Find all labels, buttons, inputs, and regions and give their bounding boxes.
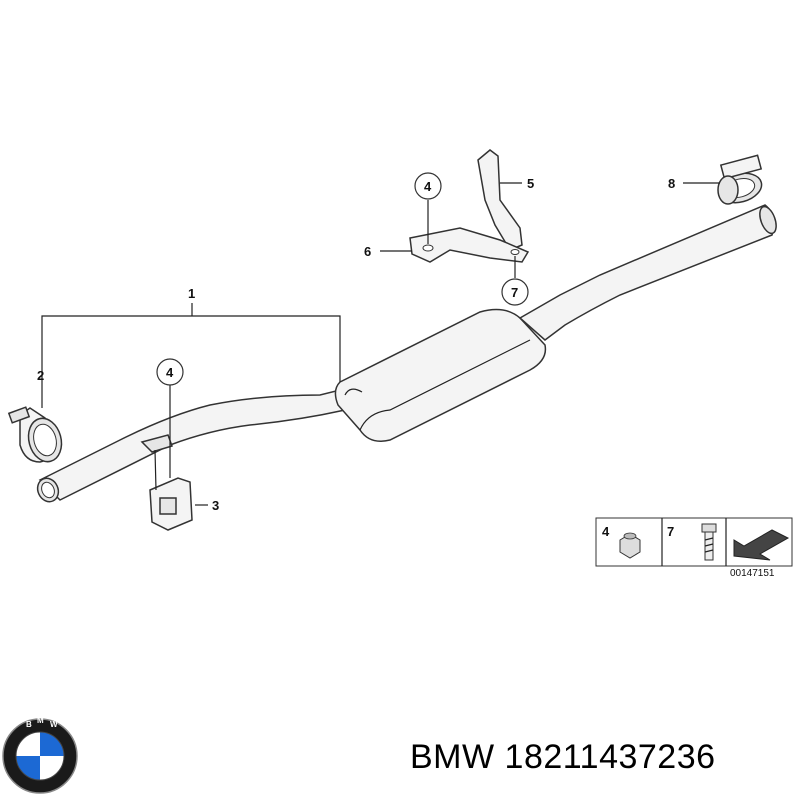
callout-5: 5 (527, 176, 534, 191)
svg-text:W: W (50, 720, 58, 729)
callout-1: 1 (188, 286, 195, 301)
legend-box: 4 7 00147151 (595, 517, 793, 579)
callout-7: 7 (511, 285, 518, 300)
callout-4a: 4 (166, 365, 174, 380)
callout-6: 6 (364, 244, 371, 259)
clamp-front (7, 406, 63, 463)
legend-item-7: 7 (667, 524, 674, 539)
callout-4b-ring (414, 172, 442, 200)
leader-lines (41, 182, 720, 506)
callout-3: 3 (212, 498, 219, 513)
bolt-icon (701, 523, 717, 561)
svg-text:M: M (37, 716, 44, 725)
clamp-rear (717, 154, 763, 205)
nut-icon (619, 532, 641, 559)
callout-7-ring (501, 278, 529, 306)
direction-arrow-icon (733, 529, 790, 561)
legend-item-4: 4 (602, 524, 610, 539)
part-number: 18211437236 (504, 738, 716, 776)
brand-label: BMW (410, 738, 495, 776)
svg-text:B: B (26, 720, 32, 729)
part-caption: BMW 18211437236 (410, 738, 716, 777)
diagram-number: 00147151 (730, 568, 775, 579)
callout-4b: 4 (424, 179, 432, 194)
rubber-mount (140, 434, 193, 531)
muffler (334, 308, 547, 442)
bmw-logo: B M W (2, 716, 78, 794)
callout-8: 8 (668, 176, 675, 191)
callout-4a-ring (156, 358, 184, 386)
callout-2: 2 (37, 368, 44, 383)
bracket-assembly (409, 149, 530, 263)
rear-pipe (518, 204, 777, 341)
